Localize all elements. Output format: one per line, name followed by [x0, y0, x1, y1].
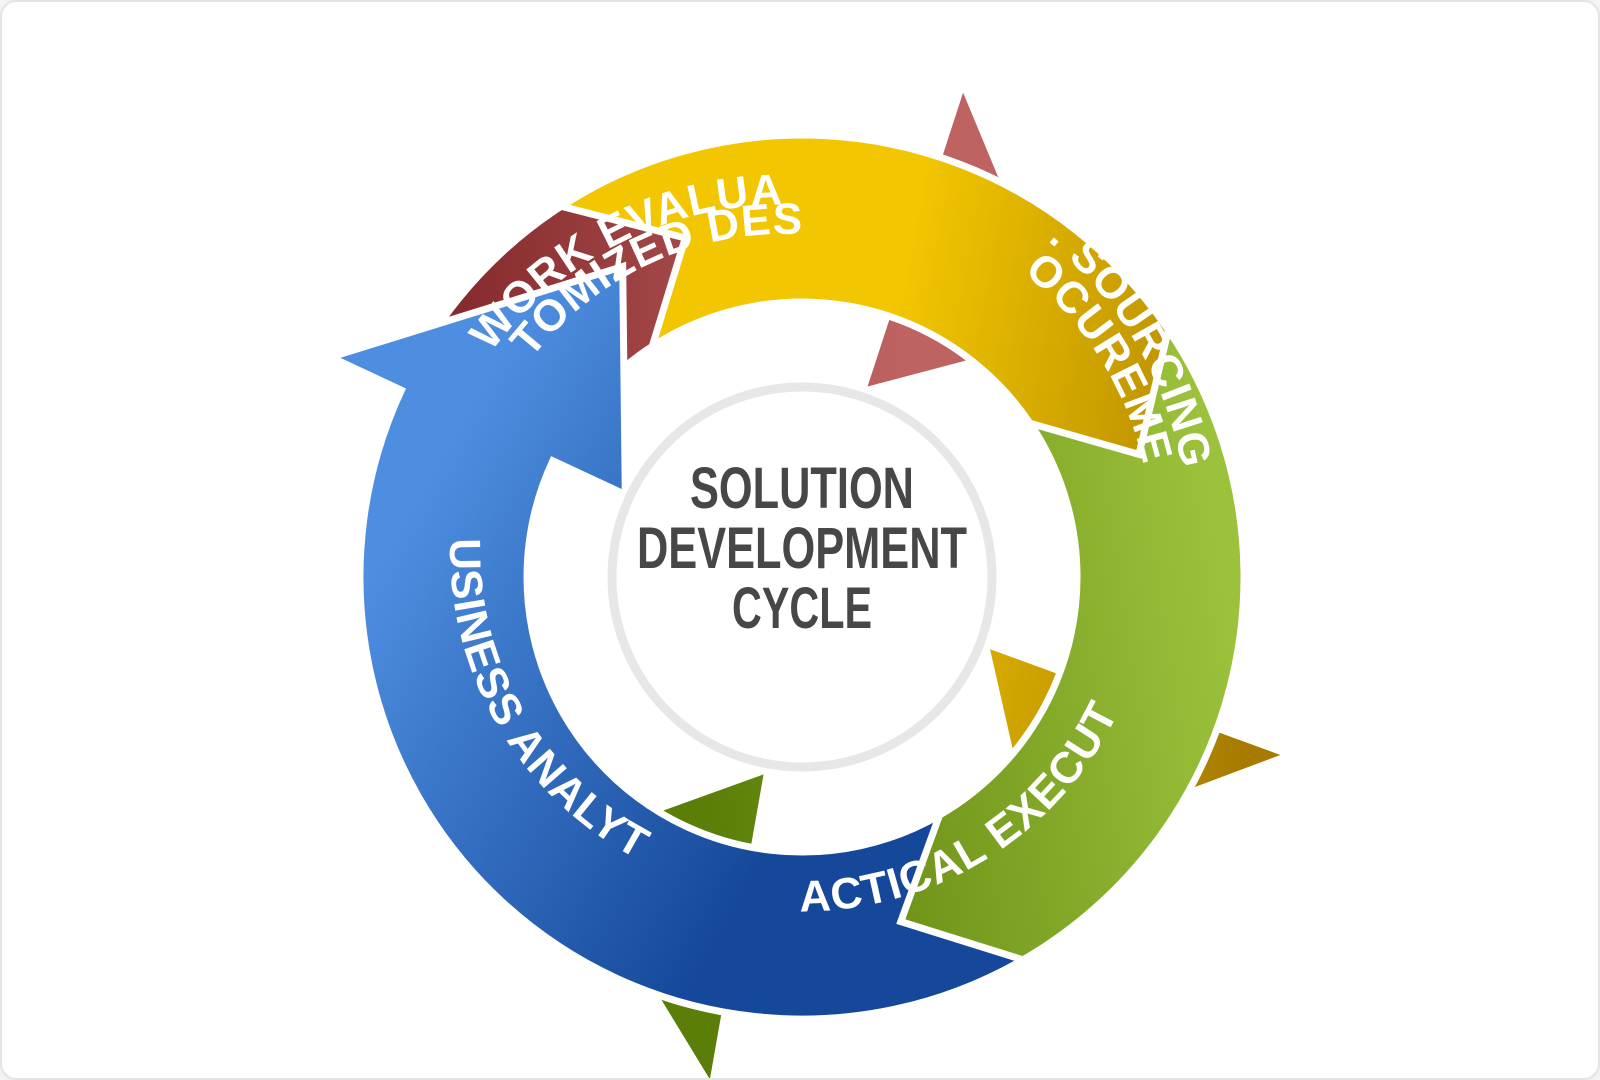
- center-title-line-1: SOLUTION: [690, 456, 914, 521]
- segment-business-analytics-arrow: [321, 261, 1032, 1023]
- center-title-line-3: CYCLE: [732, 576, 872, 641]
- center-circle: [607, 382, 997, 772]
- center-title-line-2: DEVELOPMENT: [637, 516, 967, 581]
